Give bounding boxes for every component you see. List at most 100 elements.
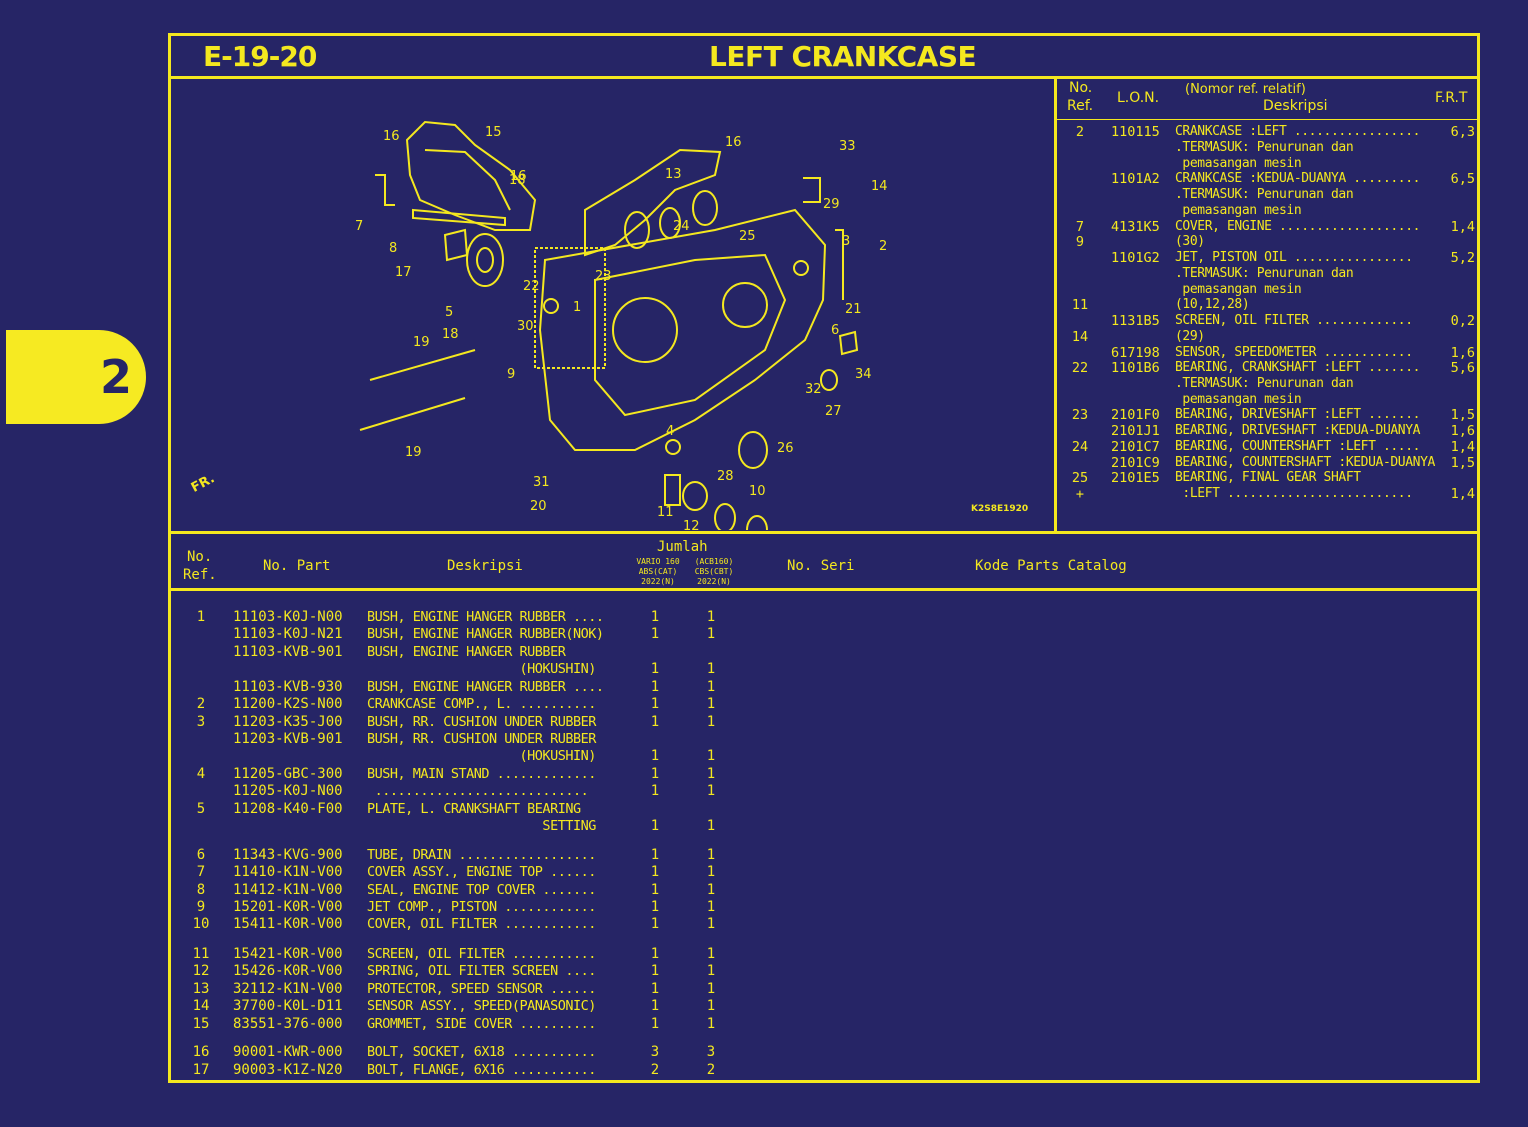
cover-seal bbox=[412, 208, 506, 227]
parts-col-desc: Deskripsi bbox=[447, 558, 523, 574]
svg-text:22: 22 bbox=[523, 279, 540, 294]
ref-col-lon: L.O.N. bbox=[1117, 90, 1160, 106]
ref-row: pemasangan mesin bbox=[1175, 392, 1302, 407]
sensor-protector bbox=[584, 148, 722, 257]
svg-text:7: 7 bbox=[355, 219, 363, 234]
svg-text:3: 3 bbox=[842, 234, 850, 249]
parts-sheet: E-19-20 LEFT CRANKCASE bbox=[168, 33, 1480, 1083]
ref-row: .TERMASUK: Penurunan dan bbox=[1175, 376, 1354, 391]
svg-text:15: 15 bbox=[485, 125, 502, 140]
svg-text:28: 28 bbox=[717, 469, 734, 484]
svg-text:27: 27 bbox=[825, 404, 842, 419]
svg-text:4: 4 bbox=[666, 424, 674, 439]
bush-1 bbox=[543, 298, 559, 314]
svg-text:6: 6 bbox=[831, 323, 839, 338]
ref-row: + :LEFT .........................1,4 bbox=[1075, 486, 1475, 502]
svg-text:32: 32 bbox=[805, 382, 822, 397]
ref-header-rule bbox=[1055, 119, 1477, 120]
svg-text:17: 17 bbox=[395, 265, 412, 280]
svg-text:16: 16 bbox=[510, 169, 527, 184]
svg-text:24: 24 bbox=[673, 219, 690, 234]
svg-text:11: 11 bbox=[657, 505, 674, 520]
bush-3 bbox=[793, 260, 809, 276]
parts-col-qty: Jumlah bbox=[657, 539, 708, 555]
filter-screen-12 bbox=[682, 481, 708, 511]
svg-text:21: 21 bbox=[845, 302, 862, 317]
ref-row: .TERMASUK: Penurunan dan bbox=[1175, 187, 1354, 202]
bush-4 bbox=[665, 439, 681, 455]
table-header-divider bbox=[171, 588, 1477, 591]
svg-text:9: 9 bbox=[507, 367, 515, 382]
svg-text:18: 18 bbox=[442, 327, 459, 342]
svg-text:34: 34 bbox=[855, 367, 872, 382]
stud-19-upper bbox=[369, 349, 476, 381]
parts-col-catalog: Kode Parts Catalog bbox=[975, 558, 1127, 574]
ref-row: .TERMASUK: Penurunan dan bbox=[1175, 140, 1354, 155]
svg-text:26: 26 bbox=[777, 441, 794, 456]
svg-text:10: 10 bbox=[749, 484, 766, 499]
page-code: E-19-20 bbox=[203, 40, 317, 73]
ref-col-ref: Ref. bbox=[1067, 98, 1094, 114]
svg-text:8: 8 bbox=[389, 241, 397, 256]
ref-col-no: No. bbox=[1069, 80, 1093, 96]
parts-col-part: No. Part bbox=[263, 558, 331, 574]
ref-row: .TERMASUK: Penurunan dan bbox=[1175, 266, 1354, 281]
svg-text:16: 16 bbox=[725, 135, 742, 150]
page-title: LEFT CRANKCASE bbox=[709, 40, 977, 73]
jet-11 bbox=[664, 474, 681, 506]
oring-28 bbox=[714, 503, 736, 530]
svg-text:1: 1 bbox=[573, 300, 581, 315]
ref-row: 14(29) bbox=[1071, 329, 1205, 345]
bearing-plate-5 bbox=[443, 228, 469, 262]
svg-text:14: 14 bbox=[871, 179, 888, 194]
ref-col-desc: Deskripsi bbox=[1263, 98, 1328, 114]
bearing-25 bbox=[692, 190, 718, 226]
ref-row: pemasangan mesin bbox=[1175, 203, 1302, 218]
parts-col-ref: Ref. bbox=[183, 567, 217, 583]
stud-19-lower bbox=[359, 397, 466, 431]
parts-col-no: No. bbox=[187, 549, 213, 565]
ref-row: 11(10,12,28) bbox=[1071, 297, 1250, 313]
svg-text:20: 20 bbox=[530, 499, 547, 514]
seal-26 bbox=[738, 431, 768, 469]
svg-text:5: 5 bbox=[445, 305, 453, 320]
diagram-divider bbox=[1054, 76, 1057, 531]
svg-text:18: 18 bbox=[509, 173, 526, 188]
drain-tube-6 bbox=[838, 330, 859, 356]
crankcase-body bbox=[538, 208, 827, 451]
bearing-22 bbox=[466, 233, 504, 287]
svg-text:13: 13 bbox=[665, 167, 682, 182]
section-tab[interactable]: 2 bbox=[6, 330, 146, 424]
svg-text:23: 23 bbox=[595, 269, 612, 284]
svg-text:19: 19 bbox=[405, 445, 422, 460]
svg-text:16: 16 bbox=[383, 129, 400, 144]
ref-row: pemasangan mesin bbox=[1175, 282, 1302, 297]
parts-col-serial: No. Seri bbox=[787, 558, 855, 574]
